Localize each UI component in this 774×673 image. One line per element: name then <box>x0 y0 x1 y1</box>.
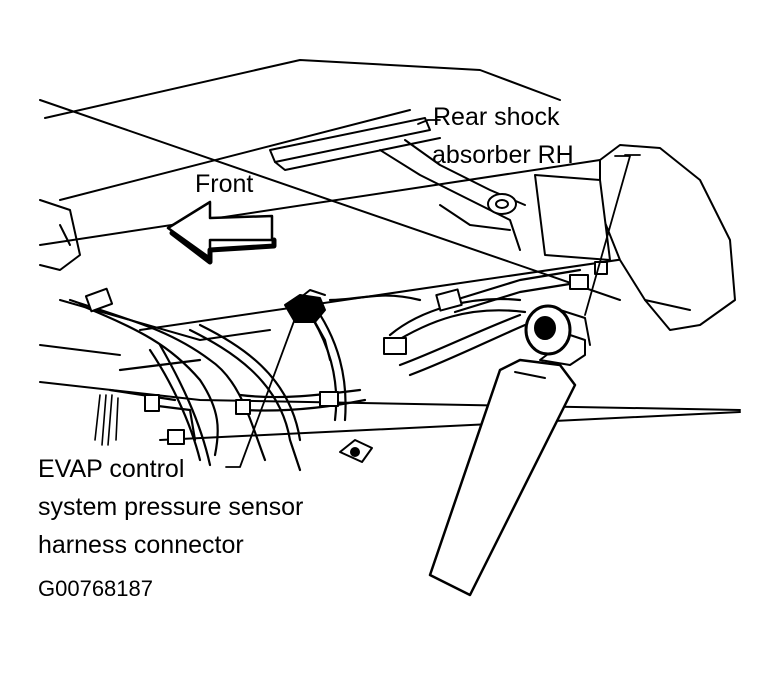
body-panel-lines <box>39 59 741 441</box>
leader-lines <box>225 119 641 468</box>
shock-label-line1: Rear shock <box>433 103 560 131</box>
mounting-bolt <box>339 439 373 463</box>
right-body-panel <box>534 144 736 331</box>
front-label: Front <box>195 170 254 198</box>
figure-code: G00768187 <box>38 576 153 601</box>
lateral-link <box>39 199 271 341</box>
evap-label-line3: harness connector <box>38 531 244 559</box>
evap-sensor-connector <box>284 289 331 361</box>
harness-clips <box>84 261 608 445</box>
upper-bracket <box>379 139 526 251</box>
harness-lines <box>68 268 584 472</box>
upper-rail <box>269 117 441 171</box>
rear-shock-absorber <box>428 304 591 597</box>
evap-label-line2: system pressure sensor <box>38 493 304 521</box>
shock-label-line2: absorber RH <box>432 141 574 169</box>
evap-label-line1: EVAP control <box>38 455 185 483</box>
front-arrow-icon <box>166 200 277 265</box>
left-drop-wires <box>94 394 119 446</box>
